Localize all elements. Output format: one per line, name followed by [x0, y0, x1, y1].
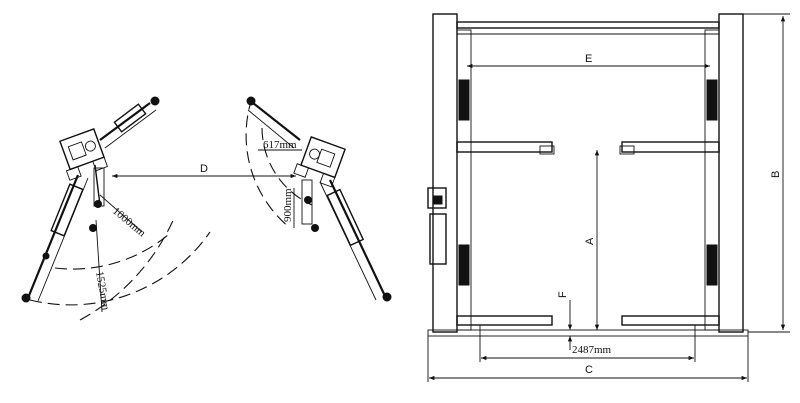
drive-through-label: 2487mm: [572, 344, 612, 356]
long-arm-swing-arc-outer: [79, 215, 176, 321]
long-arm-inner-label: 1000mm: [110, 205, 148, 240]
front-view: E B A F 2487mm C: [427, 13, 790, 382]
right-carriage-block-upper: [706, 79, 718, 121]
distance-d: D: [112, 163, 296, 179]
height-b-label: B: [770, 171, 782, 178]
left-arm-assembly: 1000mm 1525mm: [21, 96, 211, 321]
left-carriage-block-upper: [458, 79, 470, 121]
left-long-arm: [21, 174, 89, 303]
right-raised-arm: [621, 141, 720, 153]
long-arm-label: 1525mm: [93, 270, 112, 311]
left-carriage-block-lower: [458, 244, 470, 286]
right-short-arm: [246, 96, 301, 149]
height-a-label: A: [584, 237, 596, 245]
width-c-label: C: [585, 364, 593, 376]
right-column: [718, 13, 744, 333]
right-carriage-block-lower: [706, 244, 718, 286]
left-column: [432, 13, 458, 333]
base-plate: [427, 329, 749, 337]
short-arm-swing-arc: [54, 234, 169, 270]
left-column-head: [59, 128, 105, 171]
short-arm-label: 617mm: [263, 139, 297, 151]
right-arm-assembly: 617mm 900mm: [245, 96, 392, 302]
long-arm-dim: [95, 219, 103, 313]
right-lowered-arm: [621, 315, 720, 326]
left-raised-arm: [456, 141, 553, 153]
right-column-head: [300, 136, 346, 179]
left-lowered-arm: [456, 315, 553, 326]
top-crossbeam: [456, 21, 720, 29]
left-short-arm: [99, 96, 160, 149]
width-e-label: E: [585, 53, 592, 65]
power-unit: [427, 187, 447, 265]
left-inner-arm: [94, 164, 101, 206]
long-arm-swing-arc: [29, 231, 211, 306]
right-swing-arc-inner: [261, 127, 313, 206]
long-arm-inner-dim: [99, 194, 143, 233]
height-f-label: F: [557, 291, 569, 298]
short-arm-inner-label: 900mm: [282, 188, 294, 222]
right-long-arm: [319, 179, 392, 302]
distance-d-label: D: [200, 163, 208, 175]
